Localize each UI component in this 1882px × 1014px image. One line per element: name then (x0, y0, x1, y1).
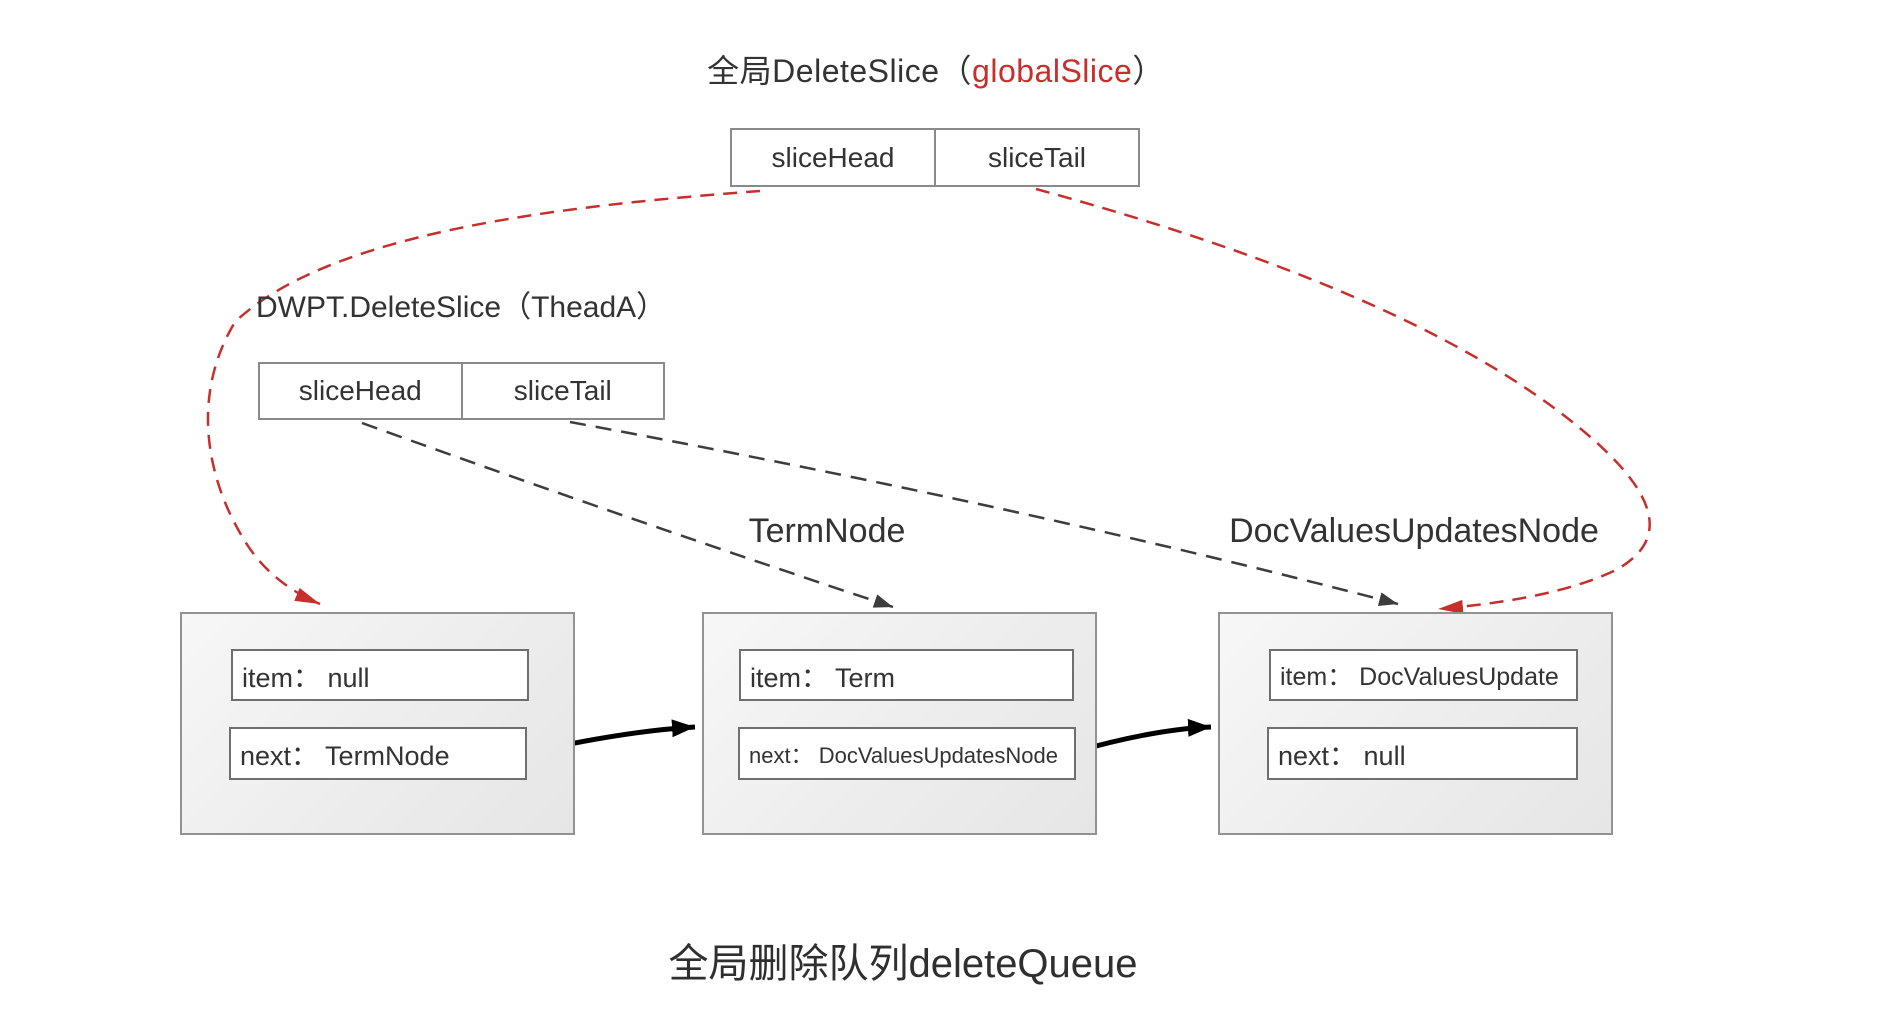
global-slice-title: 全局DeleteSlice（globalSlice） (636, 46, 1236, 92)
node-first-next-row: next： TermNode (229, 727, 527, 780)
node-first-item-row: item： null (231, 649, 529, 701)
node-box-first: item： null next： TermNode (180, 612, 575, 835)
global-slice-title-highlight: globalSlice (972, 53, 1133, 89)
termnode-label: TermNode (748, 512, 906, 550)
node-termnode-next-row: next： DocValuesUpdatesNode (738, 727, 1076, 780)
node-box-docvaluesupdatesnode: item： DocValuesUpdate next： null (1218, 612, 1613, 835)
global-slice-title-suffix: ） (1132, 53, 1165, 89)
dwpt-slice-label: DWPT.DeleteSlice（TheadA） (256, 291, 667, 324)
node-docvalues-item-row: item： DocValuesUpdate (1269, 649, 1578, 701)
dwpt-slice-head-cell: sliceHead (298, 375, 422, 406)
global-slice-title-prefix: 全局DeleteSlice（ (707, 53, 973, 89)
delete-queue-caption: 全局删除队列deleteQueue (668, 942, 1138, 986)
global-slice-head-cell: sliceHead (771, 141, 895, 173)
node-box-termnode: item： Term next： DocValuesUpdatesNode (702, 612, 1097, 835)
global-slice-tail-cell: sliceTail (934, 130, 1138, 185)
docvaluesupdatesnode-label: DocValuesUpdatesNode (1229, 512, 1599, 550)
dwpt-slice-tail-cell: sliceTail (460, 364, 664, 418)
dwpt-slice-box: sliceHead sliceTail (258, 362, 665, 420)
node-docvalues-next-row: next： null (1267, 727, 1578, 780)
node-termnode-item-row: item： Term (739, 649, 1074, 701)
global-slice-box: sliceHead sliceTail (730, 128, 1140, 187)
